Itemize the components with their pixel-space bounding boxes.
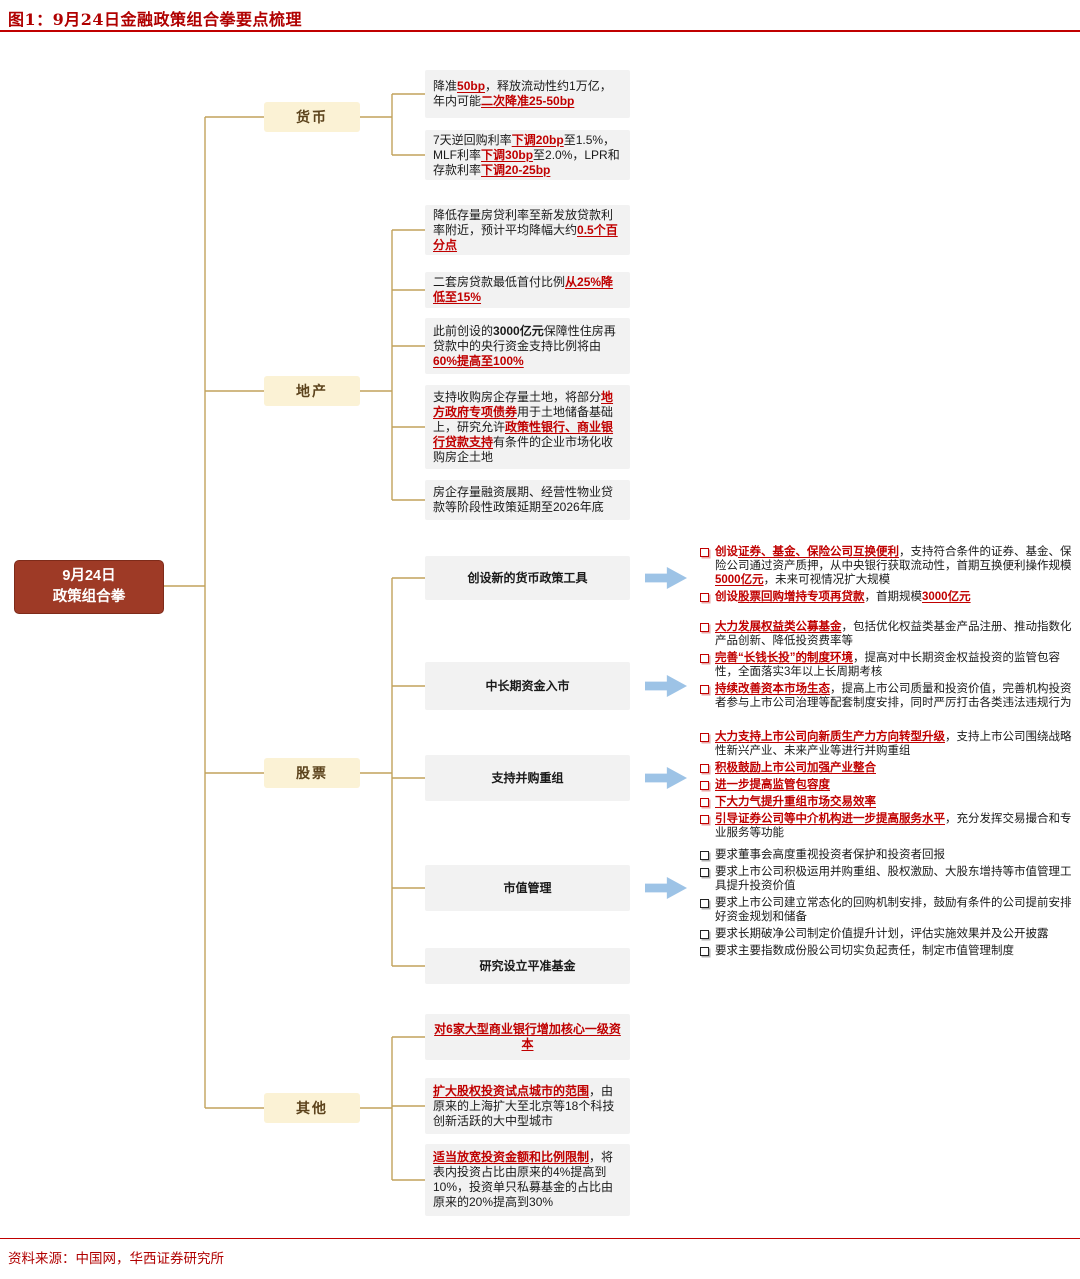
branch-realestate: 地产 — [264, 376, 360, 406]
detail-bullet: 创设证券、基金、保险公司互换便利，支持符合条件的证券、基金、保险公司通过资产质押… — [700, 545, 1080, 587]
leaf-text: 降低存量房贷利率至新发放贷款利率附近，预计平均降幅大约0.5个百分点 — [433, 207, 618, 252]
detail-bullet: 要求上市公司建立常态化的回购机制安排，鼓励有条件的公司提前安排好资金规划和储备 — [700, 896, 1080, 924]
leaf-equity-pilot-cities: 扩大股权投资试点城市的范围，由原来的上海扩大至北京等18个科技创新活跃的大中型城… — [425, 1078, 630, 1134]
detail-text: 大力发展权益类公募基金，包括优化权益类基金产品注册、推动指数化产品创新、降低投资… — [715, 621, 1072, 647]
detail-bullet: 引导证券公司等中介机构进一步提高服务水平，充分发挥交易撮合和专业服务等功能 — [700, 812, 1080, 840]
leaf-ma-support: 支持并购重组 — [425, 755, 630, 801]
detail-text: 进一步提高监管包容度 — [715, 779, 830, 791]
detail-list-longterm-funds: 大力发展权益类公募基金，包括优化权益类基金产品注册、推动指数化产品创新、降低投资… — [700, 620, 1080, 713]
leaf-stabilization-fund: 研究设立平准基金 — [425, 948, 630, 984]
bullet-square-icon — [700, 781, 709, 790]
leaf-rate-cuts: 7天逆回购利率下调20bp至1.5%，MLF利率下调30bp至2.0%，LPR和… — [425, 130, 630, 180]
bullet-square-icon — [700, 733, 709, 742]
leaf-text: 对6家大型商业银行增加核心一级资本 — [434, 1022, 621, 1051]
detail-text: 引导证券公司等中介机构进一步提高服务水平，充分发挥交易撮合和专业服务等功能 — [715, 813, 1072, 839]
right-arrow-icon — [645, 876, 687, 900]
leaf-text: 二套房贷款最低首付比例从25%降低至15% — [433, 275, 614, 304]
right-arrow-icon — [645, 674, 687, 698]
leaf-rrr-cut: 降准50bp，释放流动性约1万亿，年内可能二次降准25-50bp — [425, 70, 630, 118]
source-note: 资料来源：中国网，华西证券研究所 — [8, 1251, 224, 1267]
leaf-text: 7天逆回购利率下调20bp至1.5%，MLF利率下调30bp至2.0%，LPR和… — [433, 132, 620, 177]
right-arrow-icon — [645, 566, 687, 590]
bullet-square-icon — [700, 815, 709, 824]
detail-text: 要求上市公司建立常态化的回购机制安排，鼓励有条件的公司提前安排好资金规划和储备 — [715, 897, 1072, 923]
detail-bullet: 大力发展权益类公募基金，包括优化权益类基金产品注册、推动指数化产品创新、降低投资… — [700, 620, 1080, 648]
detail-text: 要求董事会高度重视投资者保护和投资者回报 — [715, 849, 945, 861]
detail-list-market-value: 要求董事会高度重视投资者保护和投资者回报 要求上市公司积极运用并购重组、股权激励… — [700, 848, 1080, 961]
detail-bullet: 要求主要指数成份股公司切实负起责任，制定市值管理制度 — [700, 944, 1080, 958]
leaf-mortgage-rate: 降低存量房贷利率至新发放贷款利率附近，预计平均降幅大约0.5个百分点 — [425, 205, 630, 255]
title-divider — [0, 30, 1080, 32]
detail-bullet: 创设股票回购增持专项再贷款，首期规模3000亿元 — [700, 590, 1080, 604]
bullet-square-icon — [700, 868, 709, 877]
detail-text: 要求长期破净公司制定价值提升计划，评估实施效果并及公开披露 — [715, 928, 1049, 940]
detail-text: 下大力气提升重组市场交易效率 — [715, 796, 876, 808]
detail-bullet: 进一步提高监管包容度 — [700, 778, 1080, 792]
bullet-square-icon — [700, 798, 709, 807]
leaf-text: 降准50bp，释放流动性约1万亿，年内可能二次降准25-50bp — [433, 79, 612, 108]
root-label-line2: 政策组合拳 — [52, 589, 126, 605]
leaf-title: 研究设立平准基金 — [479, 958, 576, 973]
detail-bullet: 要求董事会高度重视投资者保护和投资者回报 — [700, 848, 1080, 862]
detail-bullet: 持续改善资本市场生态，提高上市公司质量和投资价值，完善机构投资者参与上市公司治理… — [700, 682, 1080, 710]
branch-monetary: 货币 — [264, 102, 360, 132]
leaf-market-value-mgmt: 市值管理 — [425, 865, 630, 911]
leaf-text: 此前创设的3000亿元保障性住房再贷款中的央行资金支持比例将由60%提高至100… — [433, 323, 616, 368]
detail-bullet: 下大力气提升重组市场交易效率 — [700, 795, 1080, 809]
detail-text: 大力支持上市公司向新质生产力方向转型升级，支持上市公司围绕战略性新兴产业、未来产… — [715, 731, 1072, 757]
detail-list-new-tools: 创设证券、基金、保险公司互换便利，支持符合条件的证券、基金、保险公司通过资产质押… — [700, 545, 1080, 607]
root-node: 9月24日 政策组合拳 — [14, 560, 164, 614]
bullet-square-icon — [700, 548, 709, 557]
branch-others: 其他 — [264, 1093, 360, 1123]
bullet-square-icon — [700, 654, 709, 663]
leaf-policy-extension: 房企存量融资展期、经营性物业贷款等阶段性政策延期至2026年底 — [425, 480, 630, 520]
bullet-square-icon — [700, 623, 709, 632]
leaf-title: 中长期资金入市 — [485, 678, 570, 693]
leaf-land-acquisition: 支持收购房企存量土地，将部分地方政府专项债券用于土地储备基础上，研究允许政策性银… — [425, 385, 630, 469]
leaf-new-policy-tools: 创设新的货币政策工具 — [425, 556, 630, 600]
leaf-downpayment: 二套房贷款最低首付比例从25%降低至15% — [425, 272, 630, 308]
detail-text: 创设股票回购增持专项再贷款，首期规模3000亿元 — [715, 591, 971, 603]
leaf-relending-support: 此前创设的3000亿元保障性住房再贷款中的央行资金支持比例将由60%提高至100… — [425, 318, 630, 374]
bottom-divider — [0, 1238, 1080, 1239]
detail-bullet: 积极鼓励上市公司加强产业整合 — [700, 761, 1080, 775]
leaf-text: 适当放宽投资金额和比例限制，将表内投资占比由原来的4%提高到10%，投资单只私募… — [433, 1150, 614, 1209]
bullet-square-icon — [700, 593, 709, 602]
detail-bullet: 要求上市公司积极运用并购重组、股权激励、大股东增持等市值管理工具提升投资价值 — [700, 865, 1080, 893]
leaf-longterm-funds: 中长期资金入市 — [425, 662, 630, 710]
bullet-square-icon — [700, 930, 709, 939]
bullet-square-icon — [700, 764, 709, 773]
leaf-investment-limits: 适当放宽投资金额和比例限制，将表内投资占比由原来的4%提高到10%，投资单只私募… — [425, 1144, 630, 1216]
figure-title: 图1：9月24日金融政策组合拳要点梳理 — [8, 10, 303, 29]
leaf-text: 支持收购房企存量土地，将部分地方政府专项债券用于土地储备基础上，研究允许政策性银… — [433, 389, 614, 464]
leaf-title: 创设新的货币政策工具 — [467, 570, 588, 585]
detail-text: 持续改善资本市场生态，提高上市公司质量和投资价值，完善机构投资者参与上市公司治理… — [715, 683, 1072, 709]
detail-text: 要求上市公司积极运用并购重组、股权激励、大股东增持等市值管理工具提升投资价值 — [715, 866, 1072, 892]
detail-text: 完善“长钱长投”的制度环境，提高对中长期资金权益投资的监管包容性，全面落实3年以… — [715, 652, 1060, 678]
root-label-line1: 9月24日 — [62, 567, 116, 584]
detail-bullet: 大力支持上市公司向新质生产力方向转型升级，支持上市公司围绕战略性新兴产业、未来产… — [700, 730, 1080, 758]
bullet-square-icon — [700, 851, 709, 860]
leaf-text: 扩大股权投资试点城市的范围，由原来的上海扩大至北京等18个科技创新活跃的大中型城… — [433, 1083, 615, 1128]
detail-text: 要求主要指数成份股公司切实负起责任，制定市值管理制度 — [715, 945, 1014, 957]
detail-text: 创设证券、基金、保险公司互换便利，支持符合条件的证券、基金、保险公司通过资产质押… — [715, 546, 1072, 586]
bullet-square-icon — [700, 947, 709, 956]
leaf-text: 房企存量融资展期、经营性物业贷款等阶段性政策延期至2026年底 — [433, 485, 614, 514]
detail-bullet: 完善“长钱长投”的制度环境，提高对中长期资金权益投资的监管包容性，全面落实3年以… — [700, 651, 1080, 679]
leaf-bank-capital: 对6家大型商业银行增加核心一级资本 — [425, 1014, 630, 1060]
bullet-square-icon — [700, 899, 709, 908]
bullet-square-icon — [700, 685, 709, 694]
detail-text: 积极鼓励上市公司加强产业整合 — [715, 762, 876, 774]
leaf-title: 支持并购重组 — [491, 770, 564, 785]
branch-stocks: 股票 — [264, 758, 360, 788]
detail-list-ma-support: 大力支持上市公司向新质生产力方向转型升级，支持上市公司围绕战略性新兴产业、未来产… — [700, 730, 1080, 843]
detail-bullet: 要求长期破净公司制定价值提升计划，评估实施效果并及公开披露 — [700, 927, 1080, 941]
right-arrow-icon — [645, 766, 687, 790]
leaf-title: 市值管理 — [503, 880, 552, 895]
